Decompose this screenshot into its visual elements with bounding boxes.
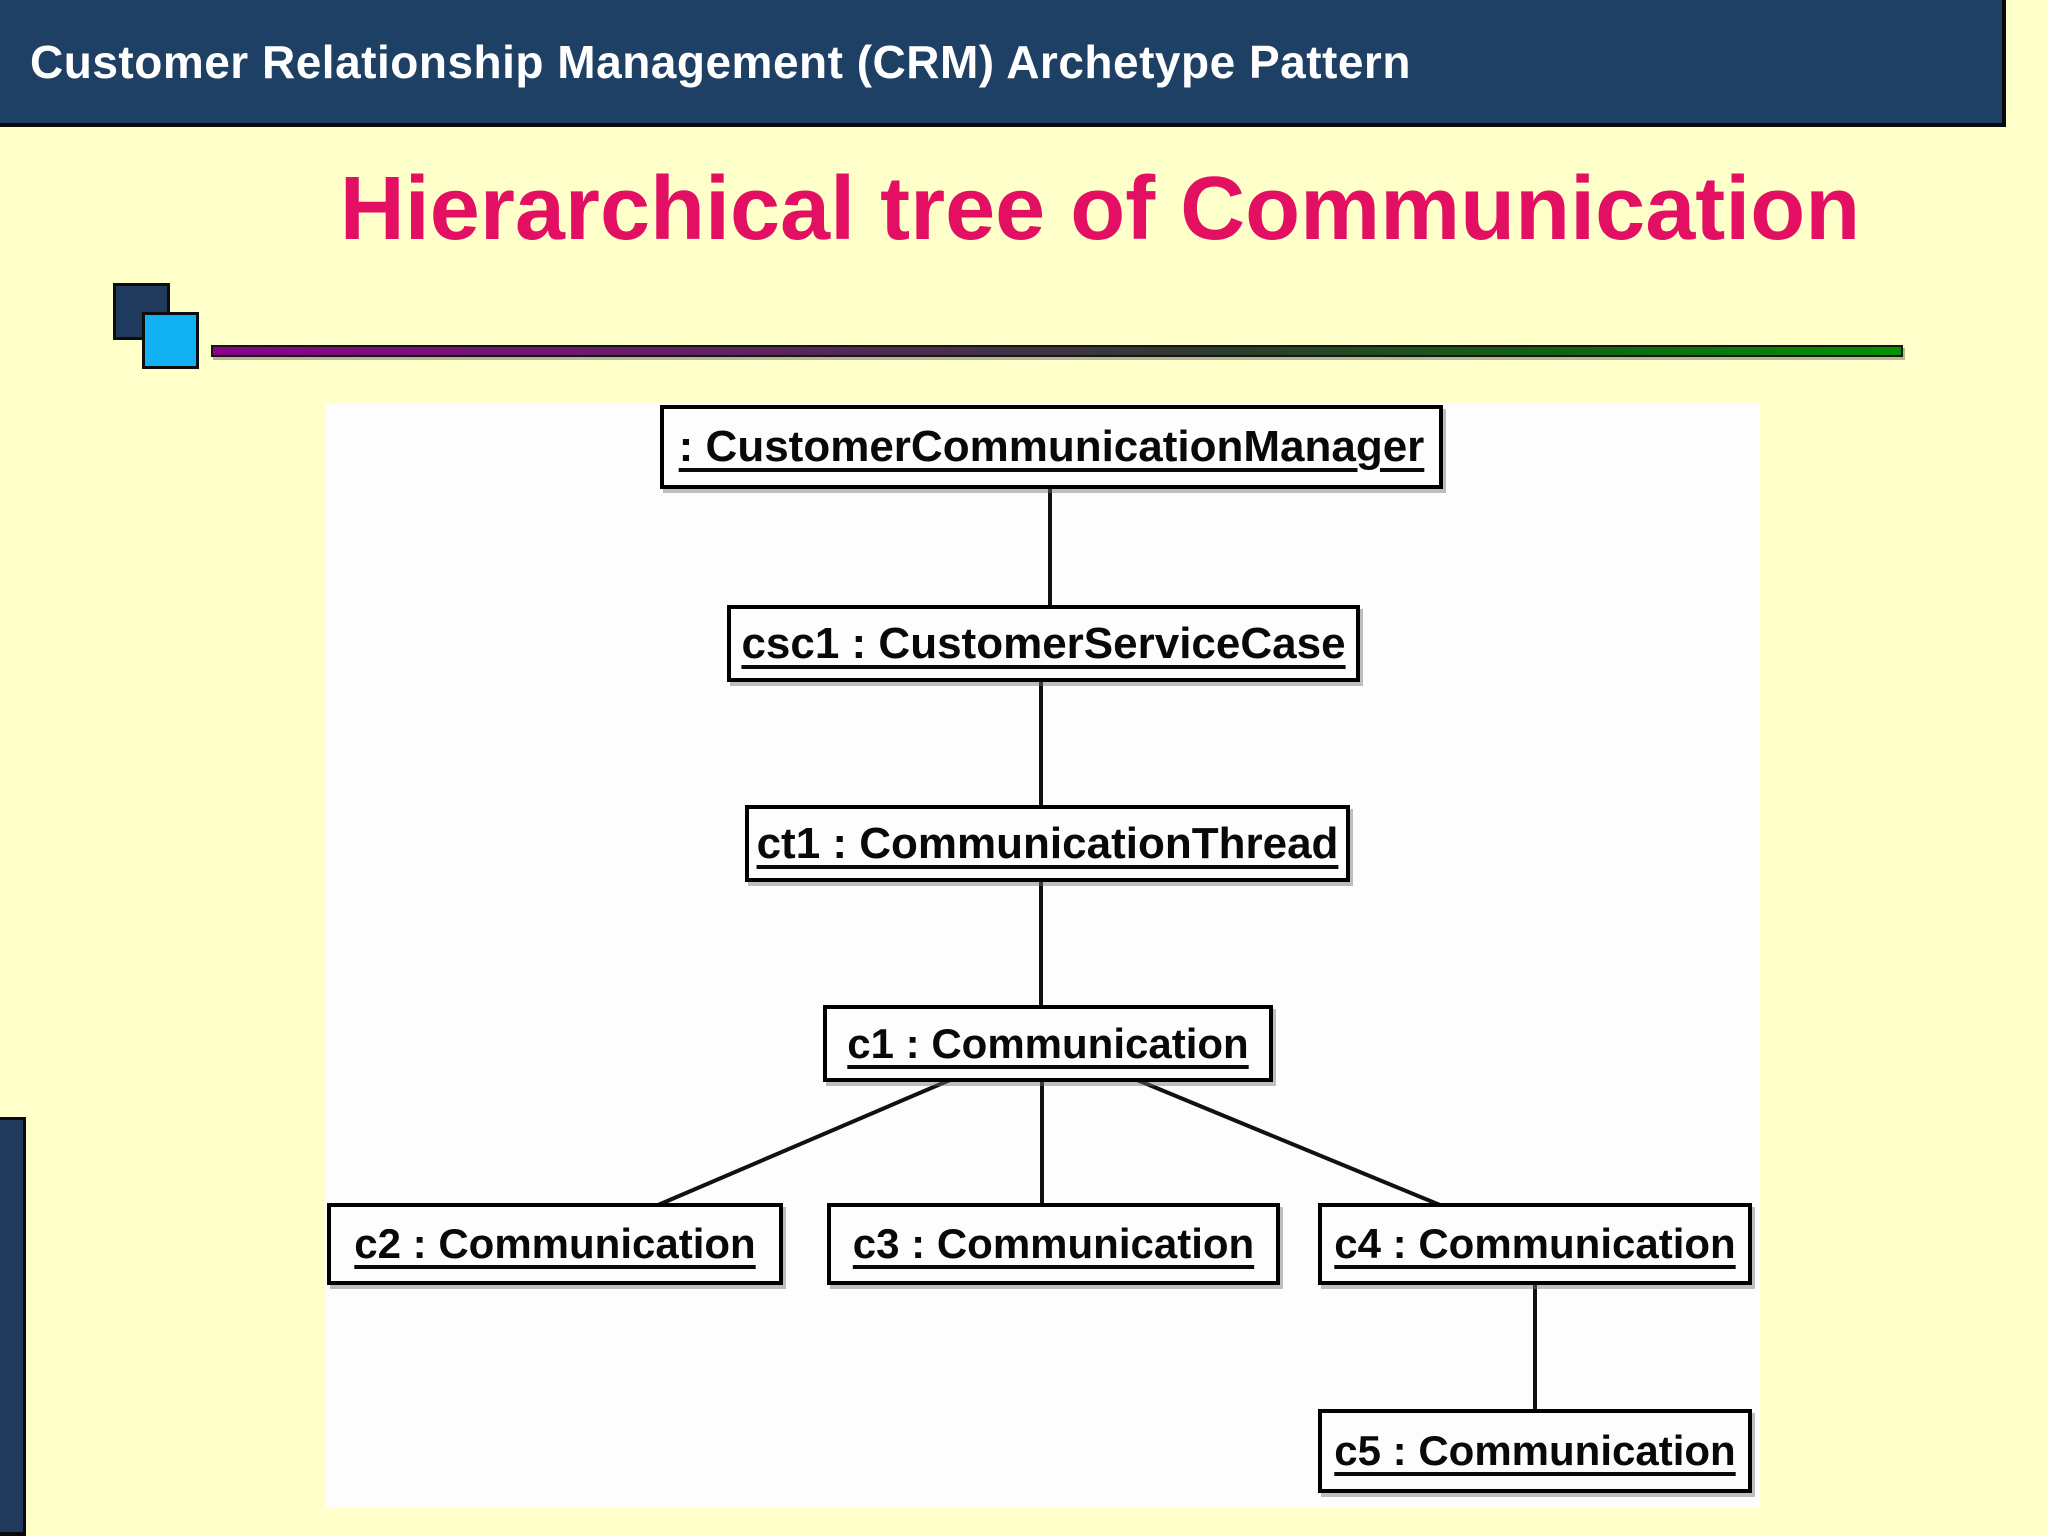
node-label: c1 : Communication	[847, 1019, 1249, 1067]
node-c5-communication: c5 : Communication	[1318, 1409, 1752, 1493]
node-label: c5 : Communication	[1334, 1427, 1736, 1474]
node-label: c2 : Communication	[354, 1220, 756, 1267]
node-c3-communication: c3 : Communication	[827, 1203, 1280, 1285]
tree-connectors	[657, 487, 1537, 1411]
node-label: : CustomerCommunicationManager	[678, 422, 1425, 471]
node-ct1-communication-thread: ct1 : CommunicationThread	[745, 805, 1350, 882]
diagram-panel: : CustomerCommunicationManager csc1 : Cu…	[325, 403, 1760, 1508]
node-label: csc1 : CustomerServiceCase	[741, 618, 1346, 668]
node-c2-communication: c2 : Communication	[327, 1203, 783, 1285]
header-bar: Customer Relationship Management (CRM) A…	[0, 0, 2006, 127]
node-label: c4 : Communication	[1334, 1220, 1736, 1267]
header-title: Customer Relationship Management (CRM) A…	[30, 35, 1411, 88]
node-c4-communication: c4 : Communication	[1318, 1203, 1752, 1285]
decor-square-dark-icon	[113, 283, 170, 340]
node-customer-communication-manager: : CustomerCommunicationManager	[660, 405, 1443, 489]
node-label: ct1 : CommunicationThread	[756, 818, 1339, 868]
slide-title: Hierarchical tree of Communication	[339, 159, 1861, 259]
gradient-divider	[211, 345, 1903, 357]
node-label: c3 : Communication	[852, 1220, 1255, 1267]
connector-c1-c2	[657, 1078, 951, 1207]
decor-square-cyan-icon	[142, 312, 199, 369]
node-csc1-customer-service-case: csc1 : CustomerServiceCase	[727, 605, 1360, 682]
node-c1-communication: c1 : Communication	[823, 1005, 1273, 1082]
connector-c1-c4	[1136, 1078, 1441, 1207]
left-edge-accent-bar	[0, 1117, 26, 1536]
